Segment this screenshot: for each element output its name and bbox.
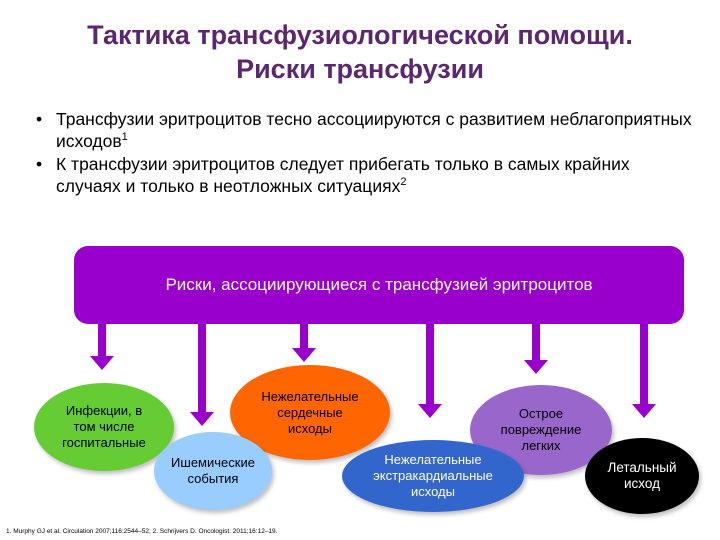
bullet-dot: • — [36, 154, 43, 174]
down-arrow-icon — [90, 324, 114, 370]
risk-extracardiac: Нежелательные экстракардиальные исходы — [342, 440, 524, 512]
references-footnote: 1. Murphy GJ et al. Circulation 2007;116… — [6, 528, 278, 535]
bullet-list: • Трансфузии эритроцитов тесно ассоцииру… — [36, 108, 696, 198]
risk-infections: Инфекции, в том числе госпитальные — [34, 383, 174, 471]
down-arrow-icon — [418, 324, 442, 418]
risk-infections-label: Инфекции, в том числе госпитальные — [62, 403, 146, 450]
bullet-text: Трансфузии эритроцитов тесно ассоциируют… — [56, 109, 692, 151]
risk-ischemic-label: Ишемические события — [171, 455, 255, 486]
risks-banner: Риски, ассоциирующиеся с трансфузией эри… — [74, 246, 684, 324]
bullet-item: • Трансфузии эритроцитов тесно ассоцииру… — [36, 108, 696, 152]
title-line-1: Тактика трансфузиологической помощи. — [87, 20, 633, 50]
down-arrow-icon — [524, 324, 548, 374]
bullet-ref: 1 — [121, 131, 128, 143]
bullet-ref: 2 — [400, 176, 407, 188]
risk-extracardiac-label: Нежелательные экстракардиальные исходы — [373, 452, 493, 499]
risk-lung-label: Острое повреждение легких — [500, 406, 582, 453]
down-arrow-icon — [292, 324, 316, 362]
bullet-item: • К трансфузии эритроцитов следует прибе… — [36, 153, 696, 197]
bullet-dot: • — [36, 109, 43, 129]
risk-lethal: Летальный исход — [585, 438, 699, 514]
risk-lethal-label: Летальный исход — [607, 460, 677, 491]
risk-cardiac-label: Нежелательные сердечные исходы — [261, 388, 359, 436]
slide-title: Тактика трансфузиологической помощи. Рис… — [0, 18, 720, 86]
bullet-text: К трансфузии эритроцитов следует прибега… — [56, 154, 630, 196]
title-line-2: Риски трансфузии — [236, 54, 484, 84]
down-arrow-icon — [190, 324, 214, 426]
risk-ischemic: Ишемические события — [154, 432, 272, 510]
down-arrow-icon — [632, 324, 656, 418]
